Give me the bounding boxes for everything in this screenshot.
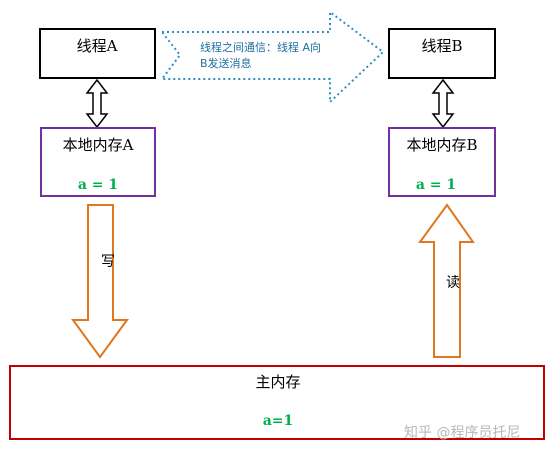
message-arrow [159,9,385,105]
local-memory-a-value: a = 1 [78,177,118,193]
message-text-line2: B发送消息 [200,56,252,70]
main-memory-label: 主内存 [255,373,300,391]
local-memory-a-box: 本地内存A a = 1 [40,127,156,197]
thread-b-label: 线程B [421,37,462,55]
message-text-line1: 线程之间通信：线程 A向 [200,40,321,54]
write-arrow [71,204,129,359]
thread-a-box: 线程A [39,28,156,79]
local-memory-a-label: 本地内存A [63,136,134,154]
read-arrow [418,203,475,358]
local-memory-b-value: a = 1 [416,177,456,193]
double-arrow-b [431,78,455,129]
write-label: 写 [101,254,115,270]
thread-a-label: 线程A [77,37,118,55]
read-label: 读 [446,274,460,291]
watermark-text: 知乎 @程序员托尼 [404,424,520,441]
thread-b-box: 线程B [388,28,496,79]
main-memory-value: a=1 [263,413,294,429]
local-memory-b-label: 本地内存B [406,136,477,154]
local-memory-b-box: 本地内存B a = 1 [388,127,496,197]
double-arrow-a [85,78,109,129]
main-memory-box: 主内存 a=1 [9,365,545,440]
